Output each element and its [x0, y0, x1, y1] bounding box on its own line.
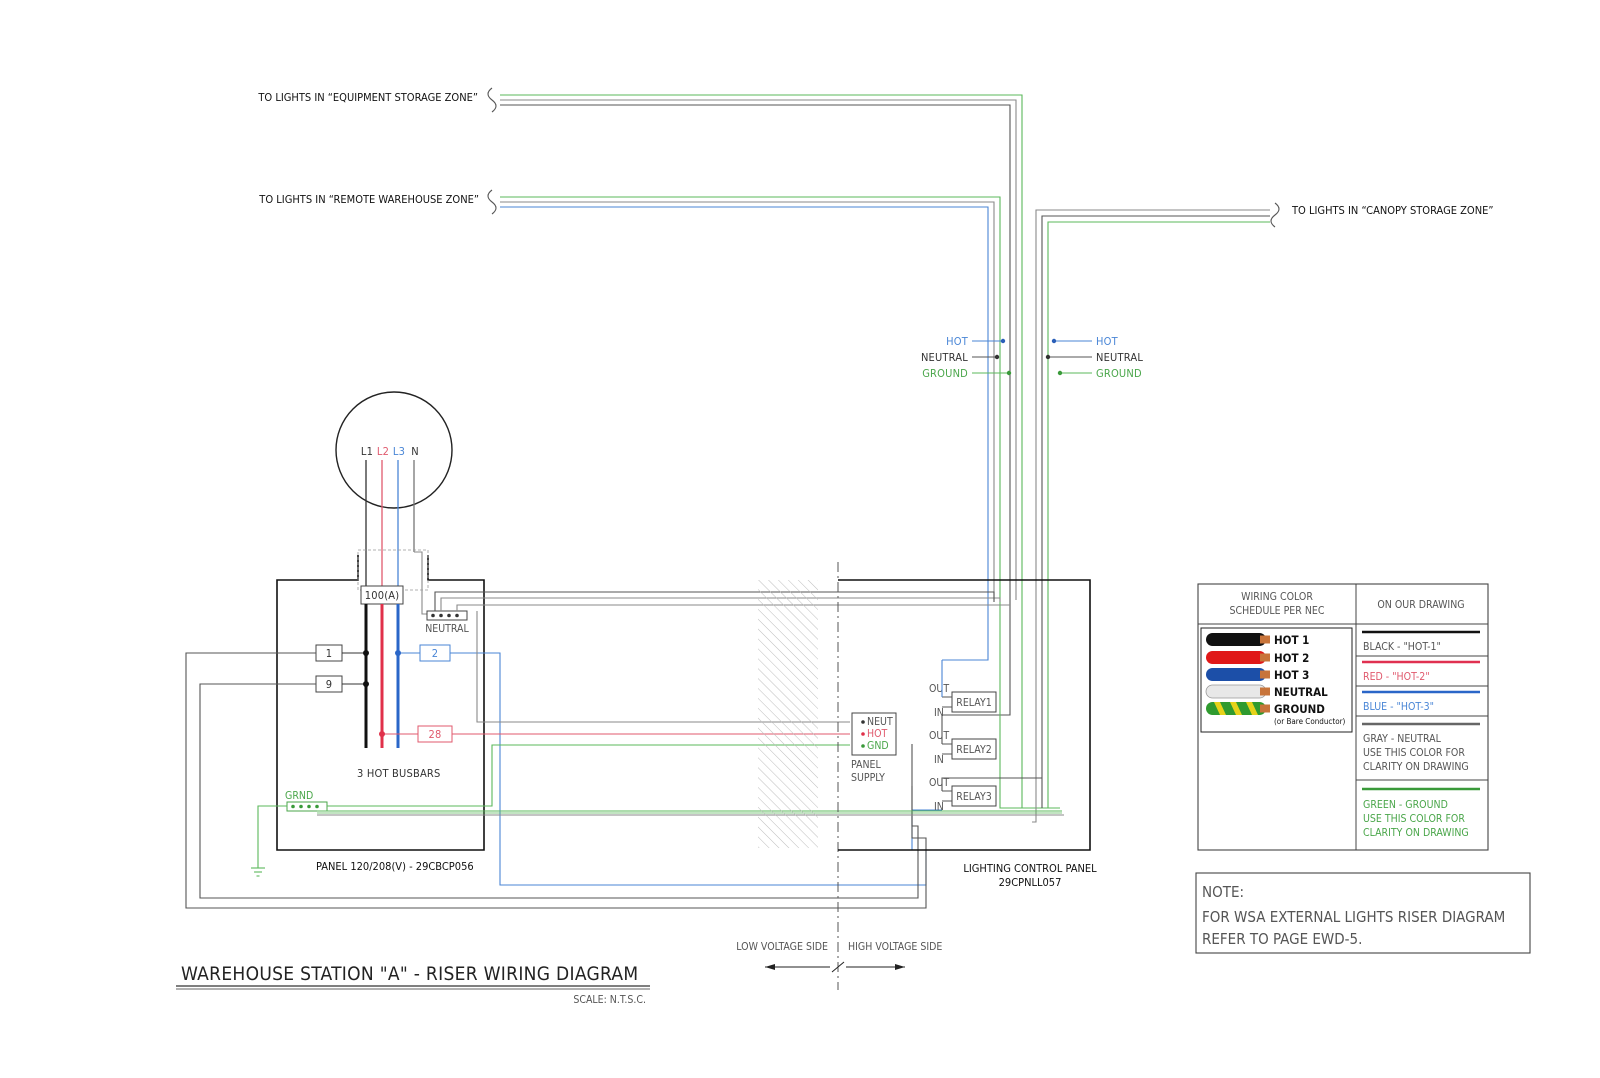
meter-l3-label: L3 — [393, 445, 405, 458]
relay-2-out-label: OUT — [929, 730, 949, 742]
title-block: WAREHOUSE STATION "A" - RISER WIRING DIA… — [176, 963, 650, 1006]
meter-l2-label: L2 — [377, 445, 389, 458]
legend-gray-3: CLARITY ON DRAWING — [1363, 761, 1469, 773]
relay-3-in-label: IN — [934, 801, 944, 813]
breaker-1-label: 1 — [326, 647, 333, 660]
note-line-2: FOR WSA EXTERNAL LIGHTS RISER DIAGRAM — [1202, 908, 1505, 926]
earth-ground-icon — [251, 868, 265, 876]
tap-ground-label: GROUND — [922, 367, 968, 380]
hatch-zone — [758, 580, 818, 848]
wire-neutral-icon — [1206, 685, 1270, 698]
break-symbol-icon — [488, 88, 496, 112]
relay-1-label: RELAY1 — [956, 697, 991, 709]
legend-header-right: ON OUR DRAWING — [1377, 599, 1464, 611]
wiring-color-legend: WIRING COLOR SCHEDULE PER NEC ON OUR DRA… — [1198, 584, 1488, 850]
breaker-2-label: 2 — [432, 647, 439, 660]
wire-neutral-label: NEUTRAL — [1274, 685, 1328, 699]
break-symbol-icon — [1271, 203, 1279, 227]
neutral-bar-label: NEUTRAL — [425, 623, 469, 635]
tap-hot-label: HOT — [946, 335, 969, 348]
legend-blue-label: BLUE - "HOT-3" — [1363, 701, 1434, 713]
zone-equipment-label: TO LIGHTS IN “EQUIPMENT STORAGE ZONE” — [257, 91, 478, 104]
tap-neutral-label: NEUTRAL — [1096, 351, 1143, 364]
busbars-label: 3 HOT BUSBARS — [357, 767, 441, 780]
relay-3-label: RELAY3 — [956, 791, 991, 803]
wire-ground-label: GROUND — [1274, 702, 1325, 716]
zone-remote-label: TO LIGHTS IN “REMOTE WAREHOUSE ZONE” — [258, 193, 479, 206]
supply-label-2: SUPPLY — [851, 772, 885, 784]
lcp-name-1: LIGHTING CONTROL PANEL — [963, 862, 1097, 875]
panel-supply: NEUT HOT GND PANEL SUPPLY — [851, 713, 896, 784]
zone-canopy-label: TO LIGHTS IN “CANOPY STORAGE ZONE” — [1291, 204, 1493, 217]
ground-bar-label: GRND — [285, 790, 313, 802]
relay-1-out-label: OUT — [929, 683, 949, 695]
wire-hot2-label: HOT 2 — [1274, 651, 1309, 665]
wire-hot1-label: HOT 1 — [1274, 633, 1309, 647]
relay-2-in-label: IN — [934, 754, 944, 766]
wire-ground-icon — [1206, 702, 1270, 715]
legend-red-label: RED - "HOT-2" — [1363, 671, 1430, 683]
wire-hot1-icon — [1206, 633, 1270, 646]
tap-neutral-label: NEUTRAL — [921, 351, 968, 364]
relay-3-out-label: OUT — [929, 777, 949, 789]
main-breaker-label: 100(A) — [365, 589, 400, 602]
wire-hot3-icon — [1206, 668, 1270, 681]
supply-label-1: PANEL — [851, 759, 882, 771]
high-voltage-label: HIGH VOLTAGE SIDE — [848, 941, 942, 953]
lcp-name-2: 29CPNLL057 — [999, 876, 1062, 889]
meter-n-label: N — [411, 445, 419, 458]
supply-neut-label: NEUT — [867, 716, 893, 728]
diagram-scale: SCALE: N.T.S.C. — [573, 994, 646, 1006]
low-voltage-label: LOW VOLTAGE SIDE — [736, 941, 828, 953]
meter-l1-label: L1 — [361, 445, 373, 458]
supply-gnd-label: GND — [867, 740, 889, 752]
legend-green-3: CLARITY ON DRAWING — [1363, 827, 1469, 839]
legend-black-label: BLACK - "HOT-1" — [1363, 641, 1441, 653]
tap-ground-label: GROUND — [1096, 367, 1142, 380]
tap-hot-label: HOT — [1096, 335, 1119, 348]
note-line-3: REFER TO PAGE EWD-5. — [1202, 930, 1362, 948]
wire-hot2-icon — [1206, 651, 1270, 664]
note-box: NOTE: FOR WSA EXTERNAL LIGHTS RISER DIAG… — [1196, 873, 1530, 953]
wire-hot3-label: HOT 3 — [1274, 668, 1309, 682]
arrow-right-icon — [895, 964, 905, 970]
breaker-28-label: 28 — [429, 728, 442, 741]
diagram-title: WAREHOUSE STATION "A" - RISER WIRING DIA… — [181, 963, 638, 985]
legend-green-2: USE THIS COLOR FOR — [1363, 813, 1465, 825]
supply-hot-label: HOT — [867, 728, 888, 740]
break-symbol-icon — [488, 190, 496, 214]
legend-green-1: GREEN - GROUND — [1363, 799, 1448, 811]
note-line-1: NOTE: — [1202, 883, 1244, 901]
breaker-9-label: 9 — [326, 678, 333, 691]
tap-labels-left: HOT NEUTRAL GROUND — [921, 335, 1011, 380]
legend-gray-1: GRAY - NEUTRAL — [1363, 733, 1442, 745]
legend-header-left-2: SCHEDULE PER NEC — [1230, 605, 1325, 617]
main-panel: 100(A) 3 HOT BUSBARS NEUTRAL 1 9 2 28 GR… — [251, 550, 484, 876]
main-panel-name: PANEL 120/208(V) - 29CBCP056 — [316, 860, 474, 873]
legend-header-left-1: WIRING COLOR — [1241, 591, 1313, 603]
arrow-left-icon — [765, 964, 775, 970]
legend-gray-2: USE THIS COLOR FOR — [1363, 747, 1465, 759]
tap-labels-right: HOT NEUTRAL GROUND — [1046, 335, 1144, 380]
relay-2-label: RELAY2 — [956, 744, 991, 756]
wire-ground-note: (or Bare Conductor) — [1274, 717, 1346, 726]
